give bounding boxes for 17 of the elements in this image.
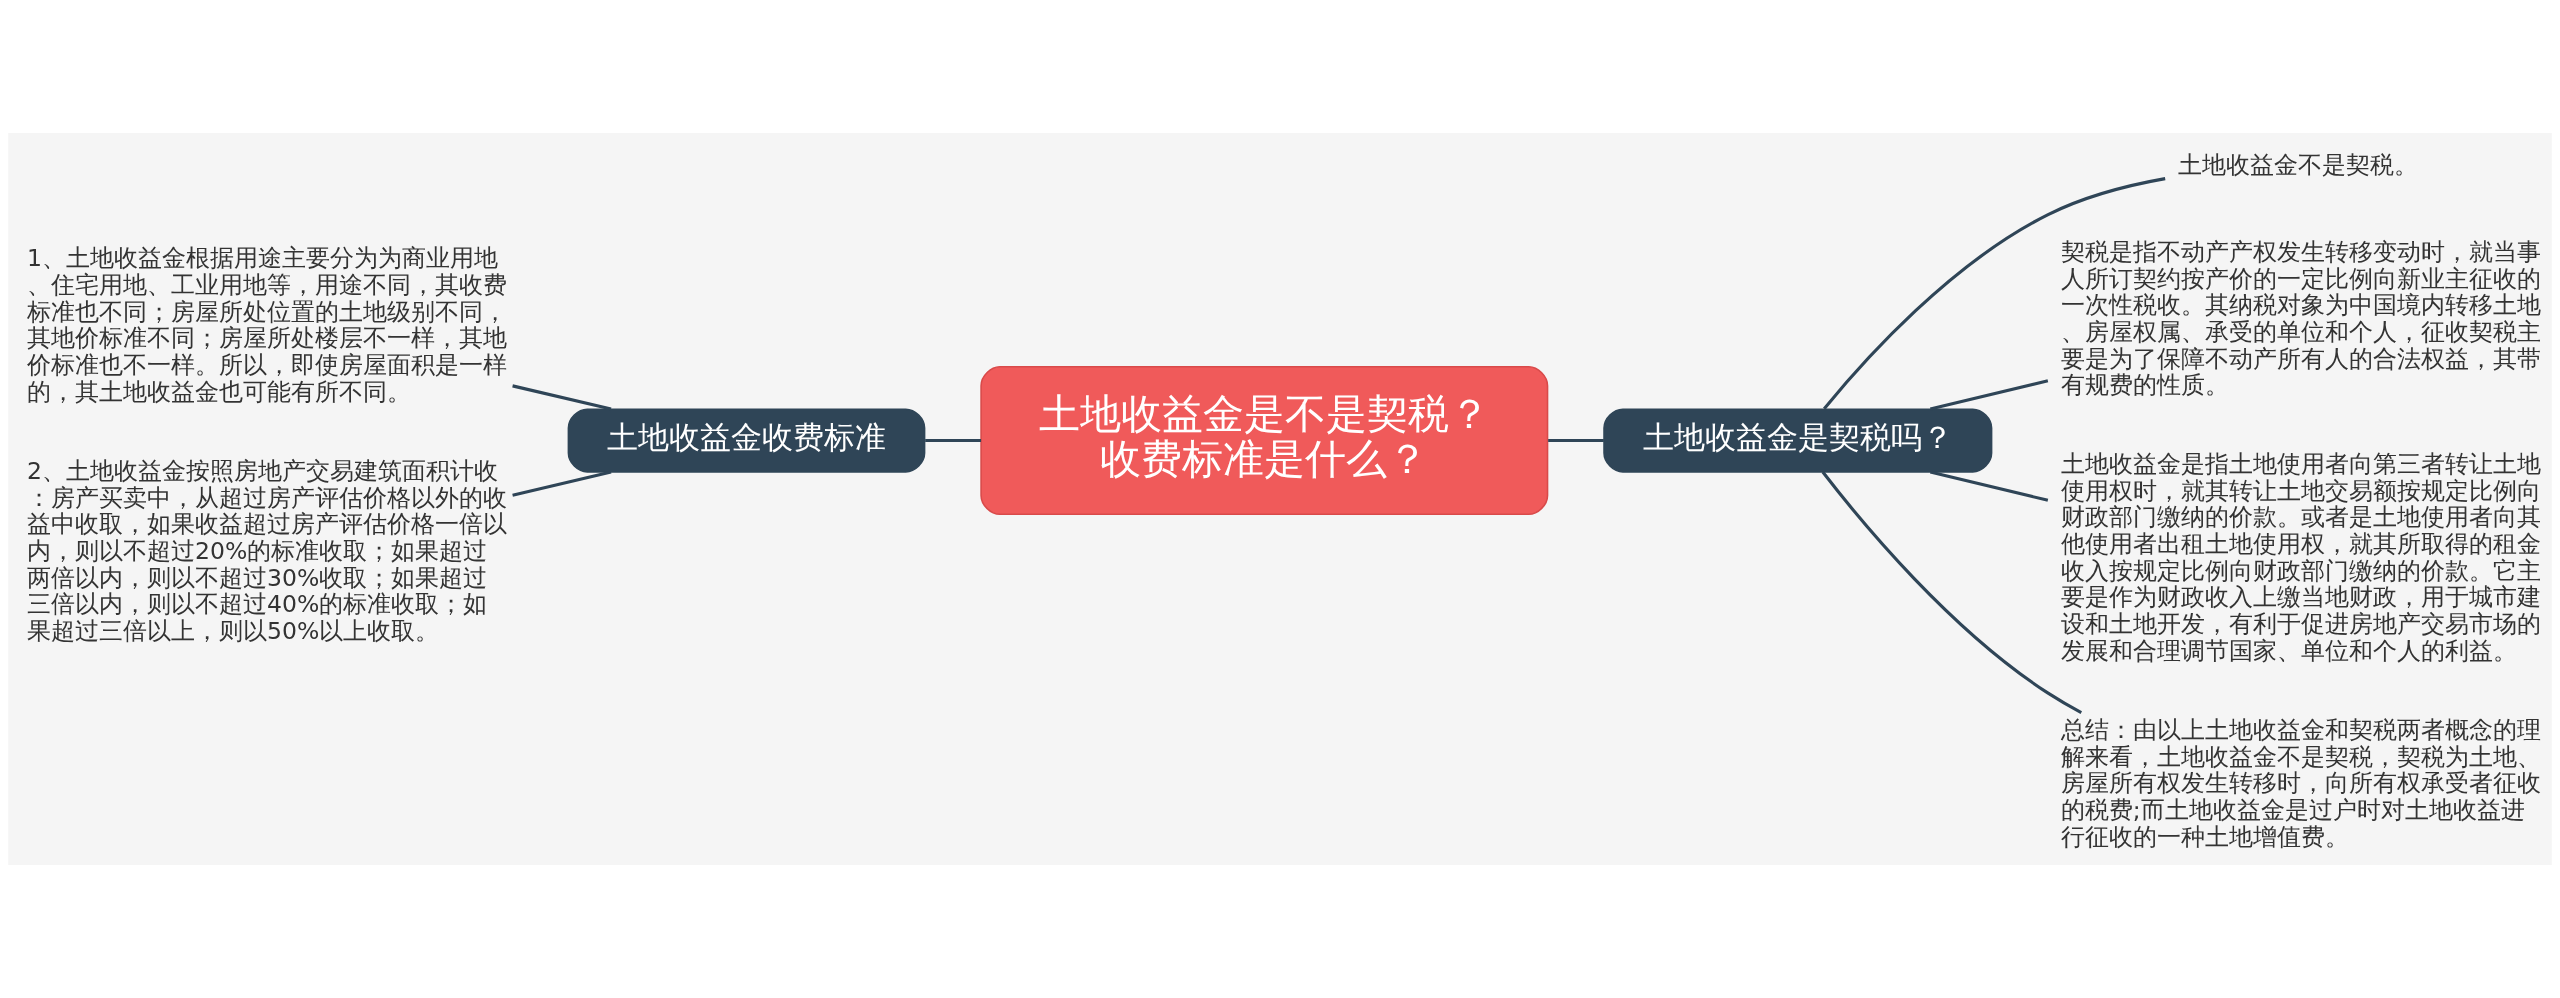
node-box: 土地收益金收费标准: [567, 408, 926, 473]
node-text: 土地收益金是指土地使用者向第三者转让土地使用权时，就其转让土地交易额按规定比例向财政部门缴纳的价款。或者是土地使用者向其他使用者出租土地使用权，就其所取得的租金收入按规定比例向财政部门缴纳的价款。它主要是作为财政收入上缴当地财政，用于城市建设和土地开发，有利于促进房地产交易市场的发展和合理调节国家、单位和个人的利益。: [2060, 449, 2541, 665]
connector: [1548, 439, 1604, 443]
node-text: 总结：由以上土地收益金和契税两者概念的理解来看，土地收益金不是契税，契税为土地、房屋所有权发生转移时，向所有权承受者征收的税费;而土地收益金是过户时对土地收益进行征收的一种土地增值费。: [2060, 715, 2541, 851]
node-text: 2、土地收益金按照房地产交易建筑面积计收：房产买卖中，从超过房产评估价格以外的收益中收取，如果收益超过房产评估价格一倍以内，则以不超过20%的标准收取；如果超过两倍以内，则以不超过30%收取；如果超过三倍以内，则以不超过40%的标准收取；如果超过三倍以上，则以50%以上收取。: [27, 456, 508, 646]
node-text: 契税是指不动产产权发生转移变动时，就当事人所订契约按产价的一定比例向新业主征收的一次性税收。其纳税对象为中国境内转移土地、房屋权属、承受的单位和个人，征收契税主要是为了保障不动产所有人的合法权益，其带有规费的性质。: [2060, 238, 2541, 400]
node-text: 1、土地收益金根据用途主要分为为商业用地、住宅用地、工业用地等，用途不同，其收费标准也不同；房屋所处位置的土地级别不同，其地价标准不同；房屋所处楼层不一样，其地价标准也不一样。所以，即使房屋面积是一样的，其土地收益金也可能有所不同。: [27, 244, 508, 406]
connector: [1821, 471, 2083, 714]
node-box: 土地收益金是不是契税？收费标准是什么？: [980, 366, 1549, 516]
node-text: 土地收益金不是契税。: [2178, 151, 2419, 180]
node-box: 土地收益金是契税吗？: [1603, 408, 1993, 473]
connector: [925, 439, 982, 443]
connector: [1929, 470, 2049, 502]
connector: [1823, 177, 2166, 410]
connector: [512, 384, 612, 411]
connector: [512, 470, 612, 497]
connector: [1929, 379, 2049, 411]
